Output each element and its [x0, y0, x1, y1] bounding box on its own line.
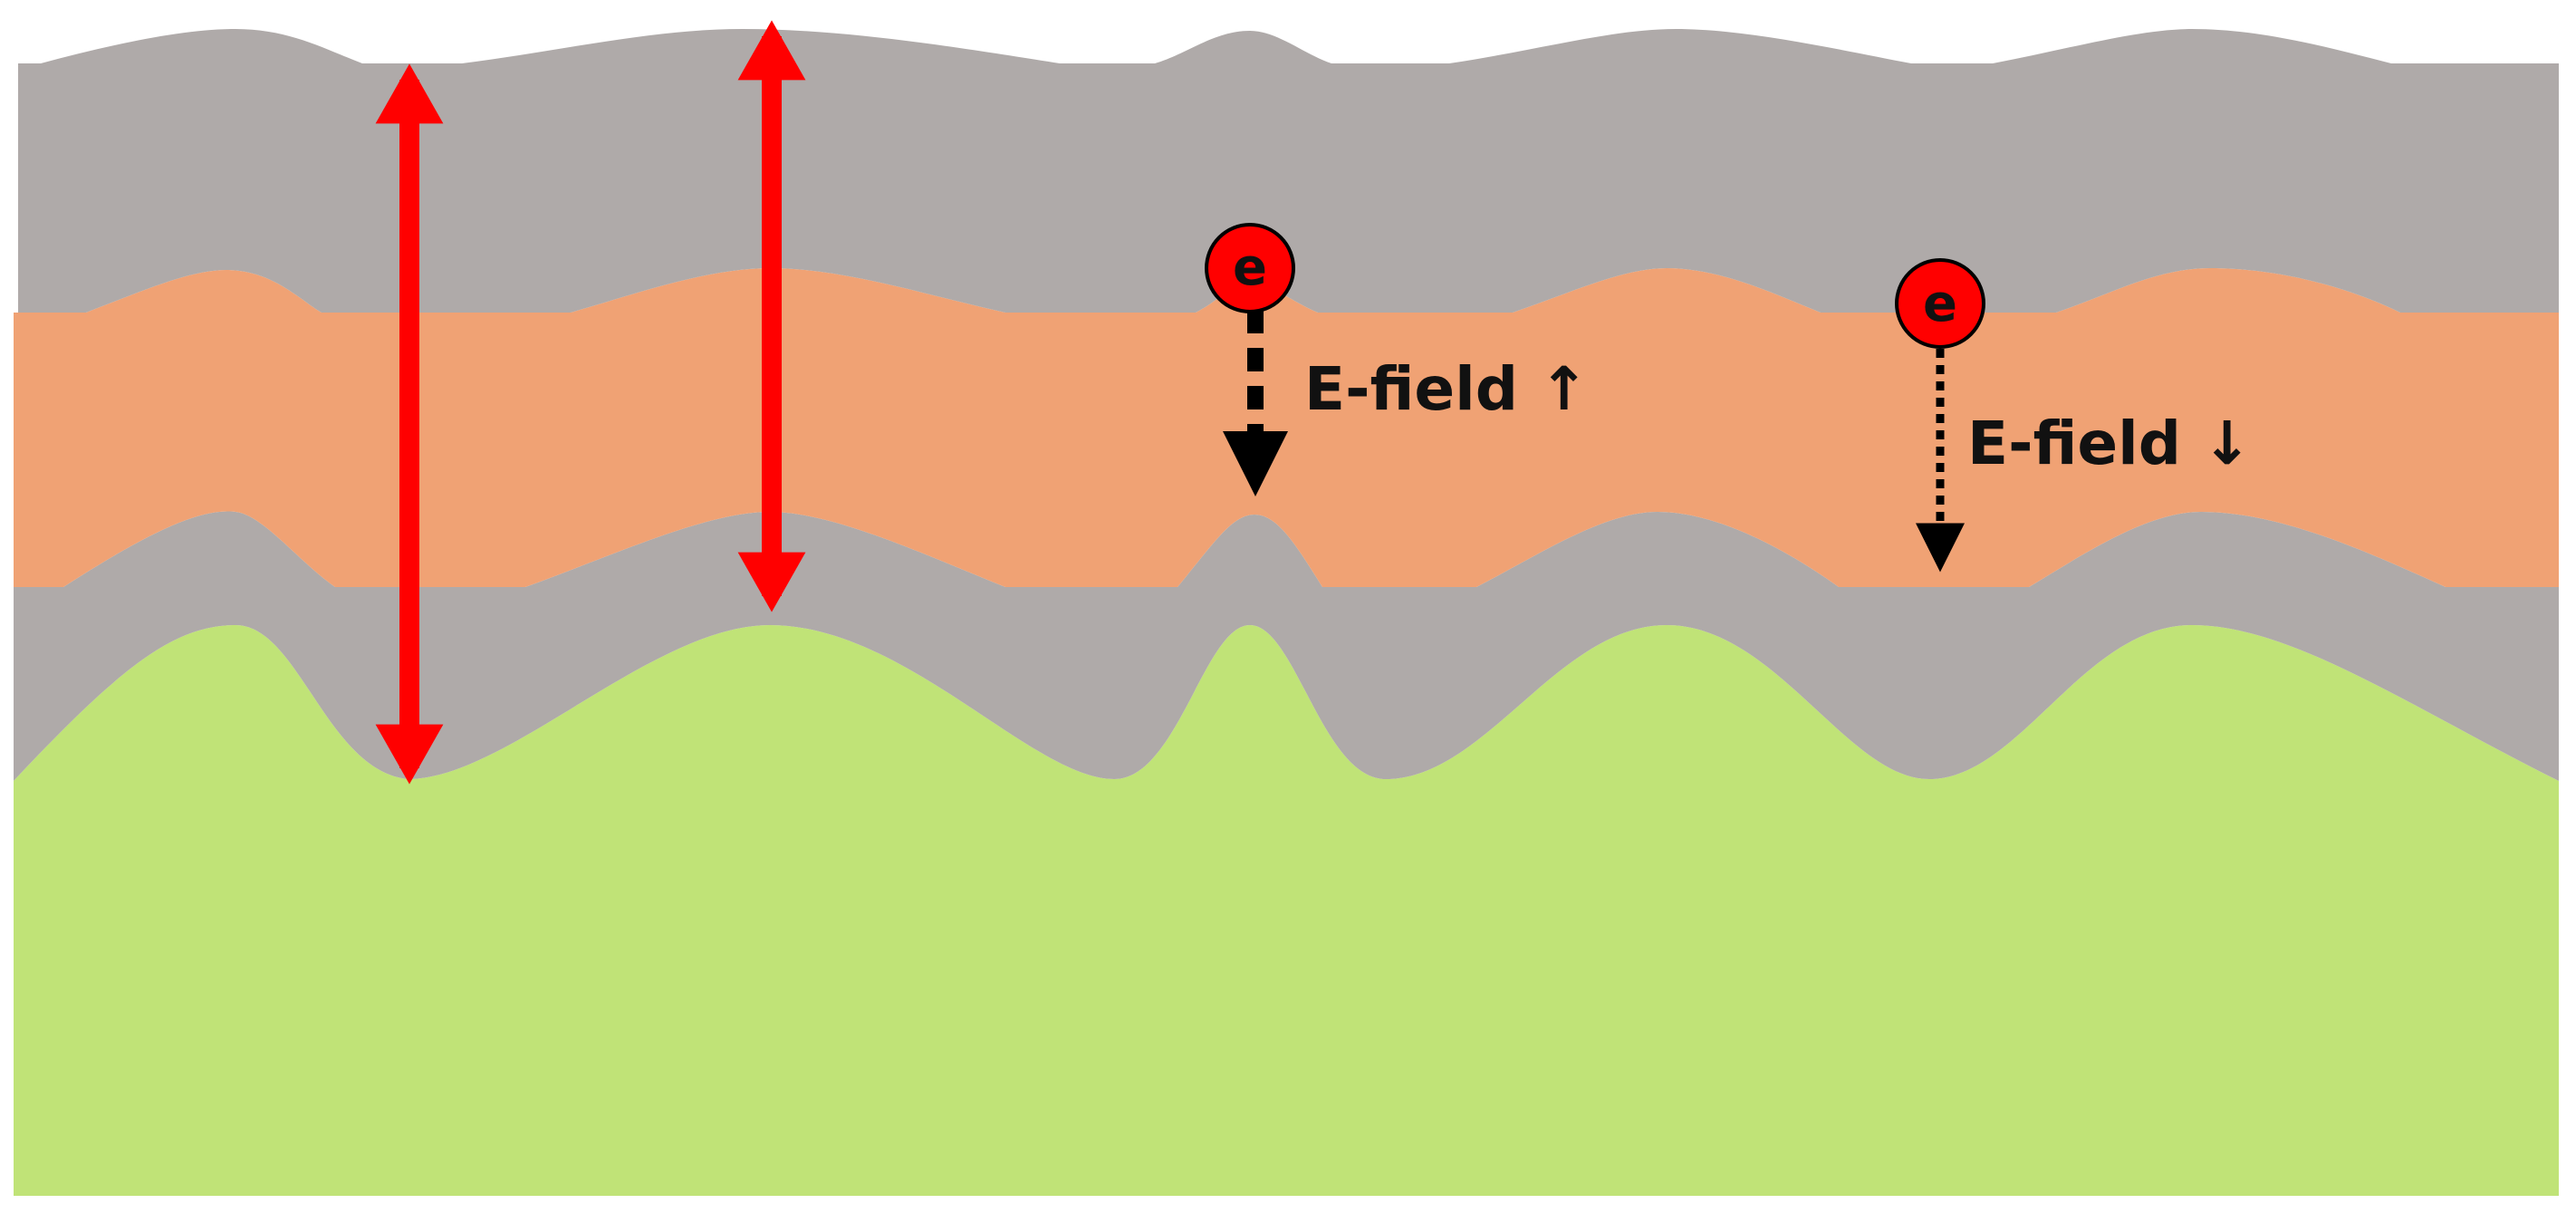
- electron-1-label: e: [1233, 238, 1267, 297]
- electron-1-group: e E-field ↑: [1205, 223, 1589, 496]
- electron-1-circle: [1205, 223, 1295, 313]
- electron-2-circle: [1895, 258, 1985, 349]
- electron-2-label: e: [1923, 274, 1957, 333]
- electron-1-field-label: E-field ↑: [1304, 354, 1589, 424]
- substrate-layer: [14, 625, 2559, 1196]
- lower-gray-layer: [14, 511, 2559, 781]
- electron-2-field-label: E-field ↓: [1967, 409, 2252, 478]
- middle-orange-layer: [14, 268, 2559, 587]
- electron-2-group: e E-field ↓: [1895, 258, 2252, 573]
- top-gray-layer: [18, 29, 2559, 313]
